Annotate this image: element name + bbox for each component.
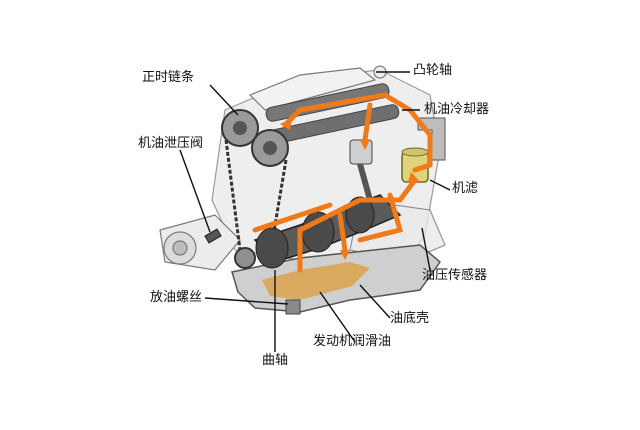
label-drain-plug: 放油螺丝 [150,290,203,305]
label-oil-pressure-sensor: 油压传感器 [422,268,488,283]
leader-drain-plug [204,297,289,305]
leader-engine-oil [319,291,356,343]
leader-oil-pan [359,284,391,319]
label-camshaft: 凸轮轴 [413,63,453,78]
crankshaft-shape [253,194,402,269]
label-engine-oil: 发动机润滑油 [313,334,392,349]
leader-oil-filter [429,179,451,191]
leader-oil-pressure-sensor [421,227,431,271]
oil-flow-arrowheads [280,118,420,260]
engine-oil-pool [262,262,370,300]
label-timing-chain: 正时链条 [142,70,195,85]
leader-timing-chain [209,84,239,116]
label-oil-pan: 油底壳 [390,311,430,326]
drain-plug-shape [285,299,301,315]
label-oil-cooler: 机油冷却器 [424,102,490,117]
leader-lines [179,71,451,352]
label-crankshaft: 曲轴 [262,353,289,368]
label-oil-relief-valve: 机油泄压阀 [138,136,204,151]
label-oil-filter: 机滤 [452,181,479,196]
relief-valve-shape [204,228,222,244]
leader-oil-relief-valve [179,149,211,233]
